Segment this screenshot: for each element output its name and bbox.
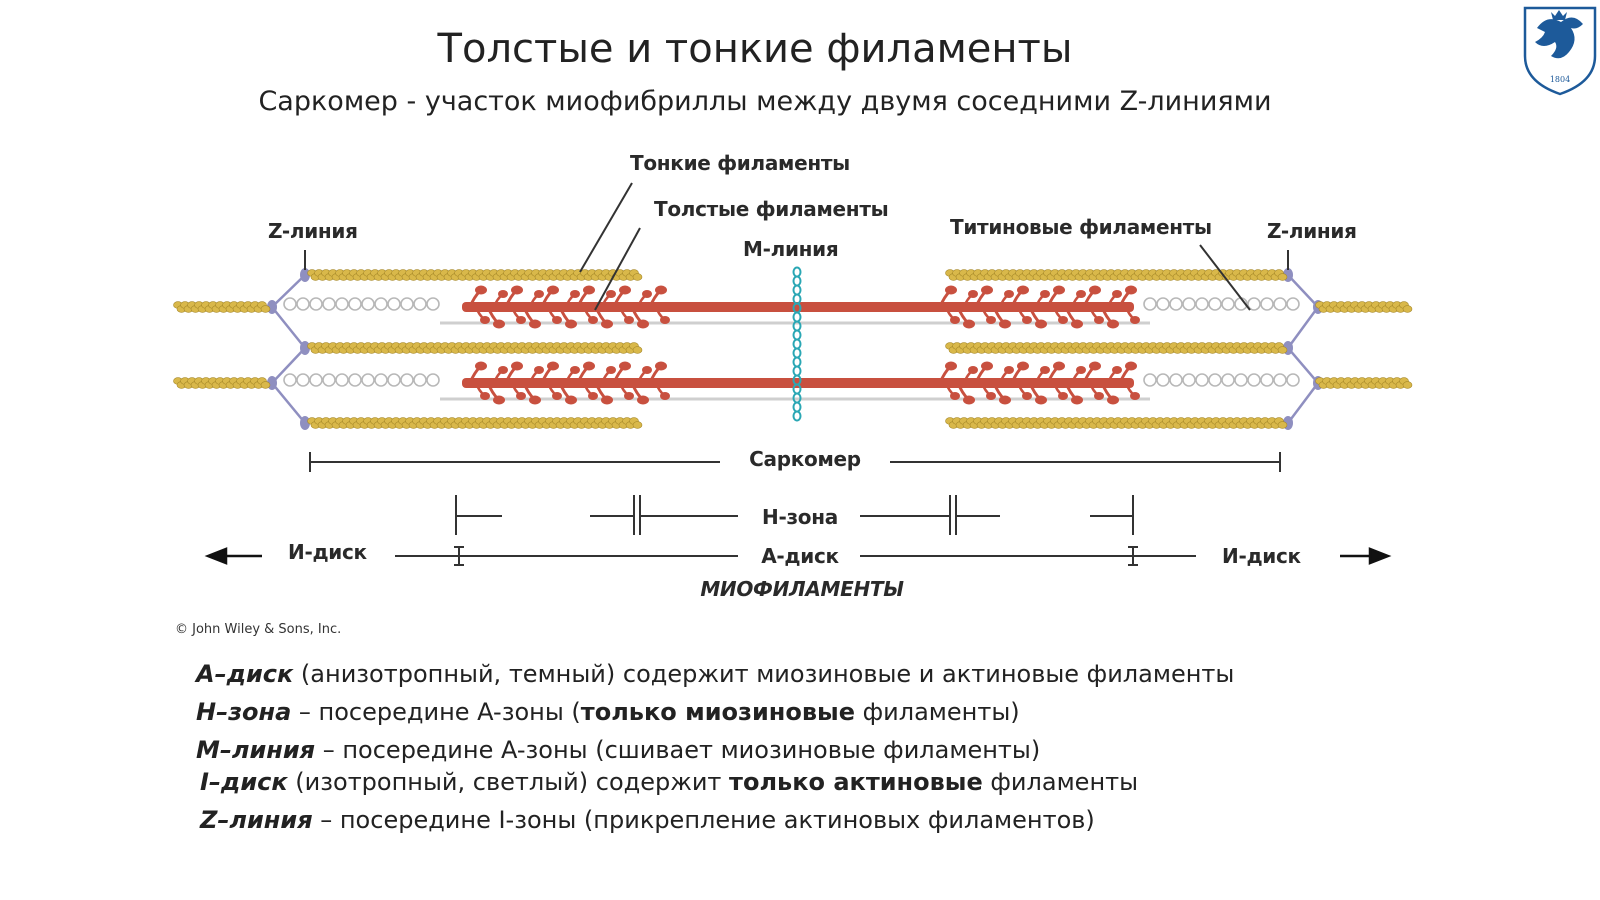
- i-disc-arrows: [204, 547, 1392, 565]
- definition-text: (анизотропный, темный) содержит миозинов…: [293, 660, 1235, 688]
- label-h-zone: H-зона: [762, 505, 838, 529]
- label-a-disc: A-диск: [761, 544, 839, 568]
- label-myofilaments: МИОФИЛАМЕНТЫ: [700, 577, 904, 601]
- titin-filament: [283, 297, 440, 311]
- definition-h-zone: H–зона – посередине A-зоны (только миози…: [196, 698, 1020, 730]
- griffin-icon: [1535, 17, 1583, 59]
- definition-term: M–линия: [196, 736, 316, 764]
- definition-term: Z–линия: [200, 806, 313, 834]
- z-line: [267, 268, 310, 430]
- logo-year: 1804: [1550, 75, 1570, 84]
- arrow-right-icon: [1368, 547, 1392, 565]
- actin-filament: [945, 269, 1288, 281]
- label-titin-filaments: Титиновые филаменты: [950, 215, 1212, 239]
- definition-emphasis: только актиновые: [729, 768, 983, 796]
- definition-text: филаменты): [855, 698, 1020, 726]
- definition-z-line: Z–линия – посередине I-зоны (прикреплени…: [200, 806, 1095, 838]
- page-subtitle: Саркомер - участок миофибриллы между дву…: [258, 86, 1272, 117]
- university-logo: 1804: [1523, 6, 1597, 96]
- actin-filament: [945, 417, 1288, 429]
- definition-text: – посередине I-зоны (прикрепление актино…: [312, 806, 1095, 834]
- actin-filament: [307, 342, 643, 354]
- definition-a-disc: A–диск (анизотропный, темный) содержит м…: [196, 660, 1234, 692]
- label-i-disc-left: И-диск: [288, 540, 367, 564]
- label-i-disc-right: И-диск: [1222, 544, 1301, 568]
- page-title: Толстые и тонкие филаменты: [437, 26, 1073, 72]
- myosin-filament: [440, 361, 1150, 405]
- definition-term: H–зона: [196, 698, 292, 726]
- leader-titin: [1199, 244, 1251, 311]
- actin-filament: [173, 301, 271, 313]
- actin-filament: [307, 417, 643, 429]
- sarcomere-bracket: [309, 452, 1281, 472]
- m-line: [792, 266, 802, 422]
- actin-filament: [945, 342, 1288, 354]
- titin-filament: [1143, 297, 1300, 311]
- definition-text: (изотропный, светлый) содержит: [287, 768, 730, 796]
- arrow-left-icon: [204, 547, 228, 565]
- leader-thick: [594, 227, 641, 311]
- leader-thin: [579, 182, 633, 273]
- definition-i-disc: I–диск (изотропный, светлый) содержит то…: [200, 768, 1138, 800]
- label-thin-filaments: Тонкие филаменты: [630, 151, 850, 175]
- label-z-line-right: Z-линия: [1267, 219, 1357, 243]
- actin-filament: [173, 377, 271, 389]
- copyright-notice: © John Wiley & Sons, Inc.: [175, 622, 342, 637]
- titin-filament: [283, 373, 440, 387]
- definition-text: – посередине A-зоны (: [291, 698, 581, 726]
- actin-filament: [1315, 377, 1413, 389]
- label-z-line-left: Z-линия: [268, 219, 358, 243]
- leader-lines: [304, 182, 1289, 311]
- z-line: [1283, 268, 1323, 430]
- definition-term: A–диск: [196, 660, 294, 688]
- label-thick-filaments: Толстые филаменты: [654, 197, 889, 221]
- h-zone-brackets: [455, 495, 1134, 535]
- thin-actin-filaments: [173, 269, 1413, 429]
- a-disc-line: [395, 546, 1196, 566]
- definition-term: I–диск: [200, 768, 288, 796]
- titin-filaments: [283, 297, 1300, 387]
- definition-m-line: M–линия – посередине A-зоны (сшивает мио…: [196, 736, 1040, 768]
- label-sarcomere: Саркомер: [749, 447, 861, 471]
- titin-filament: [1143, 373, 1300, 387]
- label-m-line: M-линия: [743, 237, 839, 261]
- actin-filament: [307, 269, 643, 281]
- crown-icon: [1551, 10, 1567, 20]
- m-line-structure: [792, 266, 802, 422]
- definition-text: – посередине A-зоны (сшивает миозиновые …: [315, 736, 1041, 764]
- definition-emphasis: только миозиновые: [580, 698, 856, 726]
- definition-text: филаменты: [982, 768, 1139, 796]
- actin-filament: [1315, 301, 1413, 313]
